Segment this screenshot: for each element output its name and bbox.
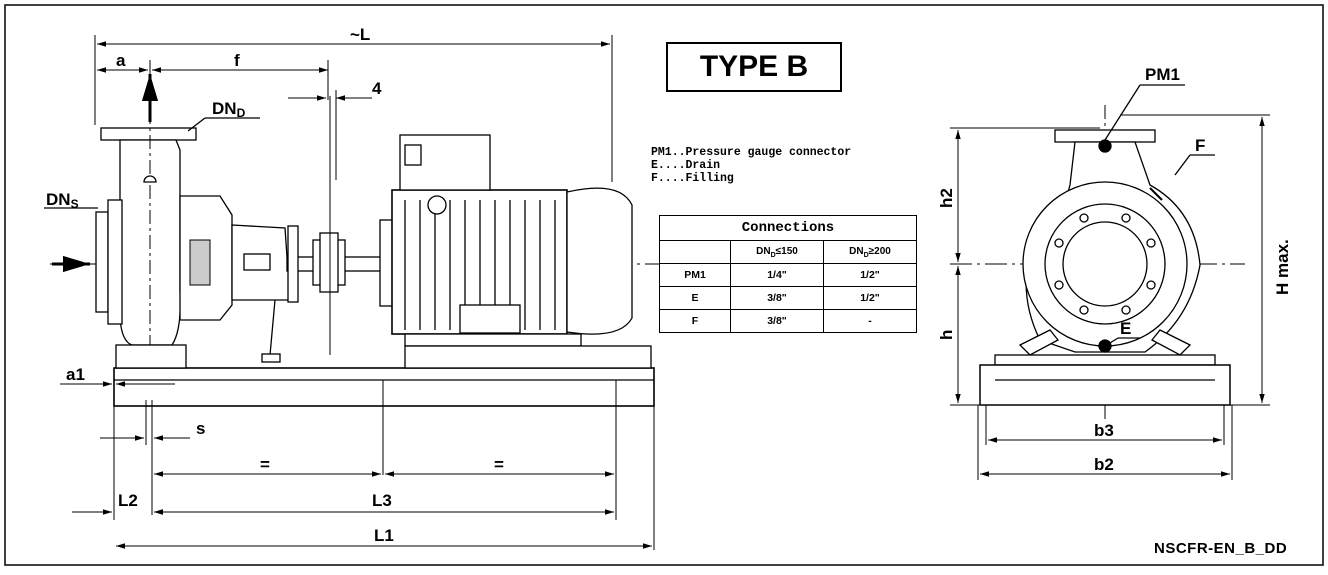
side-view	[44, 35, 660, 550]
table-row: F 3/8" -	[659, 309, 917, 333]
outlet-flange	[100, 127, 197, 141]
label-L2: L2	[118, 491, 138, 510]
label-s: s	[196, 419, 205, 438]
front-base	[979, 364, 1231, 406]
table-header-col1: DND≤150	[730, 240, 824, 264]
motor-fan-cover	[566, 187, 633, 335]
label-Hmax: H max.	[1273, 239, 1292, 295]
label-h2: h2	[937, 188, 956, 208]
table-row: E 3/8" 1/2"	[659, 286, 917, 310]
connections-table: Connections DND≤150 DND≥200 PM1 1/4" 1/2…	[659, 215, 917, 333]
front-view	[950, 84, 1270, 480]
label-L1: L1	[374, 526, 394, 545]
label-L: ~L	[350, 25, 370, 44]
label-L3: L3	[372, 491, 392, 510]
base-frame	[113, 367, 655, 407]
label-dnd: DND	[212, 99, 246, 120]
label-h: h	[937, 330, 956, 340]
drawing-code: NSCFR-EN_B_DD	[1154, 540, 1288, 557]
label-b3: b3	[1094, 421, 1114, 440]
motor-feet	[404, 333, 582, 347]
label-PM1: PM1	[1145, 65, 1180, 84]
legend-item: E....Drain	[651, 159, 721, 172]
label-4: 4	[372, 79, 382, 98]
label-eq-right: =	[494, 455, 504, 474]
type-title: TYPE B	[666, 42, 842, 92]
label-a: a	[116, 51, 126, 70]
label-b2: b2	[1094, 455, 1114, 474]
table-row: PM1 1/4" 1/2"	[659, 263, 917, 287]
label-E: E	[1120, 319, 1131, 338]
inlet-flange	[95, 211, 109, 313]
label-F: F	[1195, 136, 1205, 155]
table-header-empty	[659, 240, 731, 264]
table-caption: Connections	[659, 215, 917, 241]
border	[4, 4, 1324, 566]
legend: PM1..Pressure gauge connector E....Drain…	[651, 146, 851, 185]
table-header-col2: DND≥200	[823, 240, 917, 264]
label-f: f	[234, 51, 240, 70]
pump-foot	[115, 344, 187, 369]
legend-item: PM1..Pressure gauge connector	[651, 146, 852, 159]
label-dns: DNS	[46, 190, 79, 211]
label-eq-left: =	[260, 455, 270, 474]
legend-item: F....Filling	[651, 172, 734, 185]
label-a1: a1	[66, 365, 85, 384]
